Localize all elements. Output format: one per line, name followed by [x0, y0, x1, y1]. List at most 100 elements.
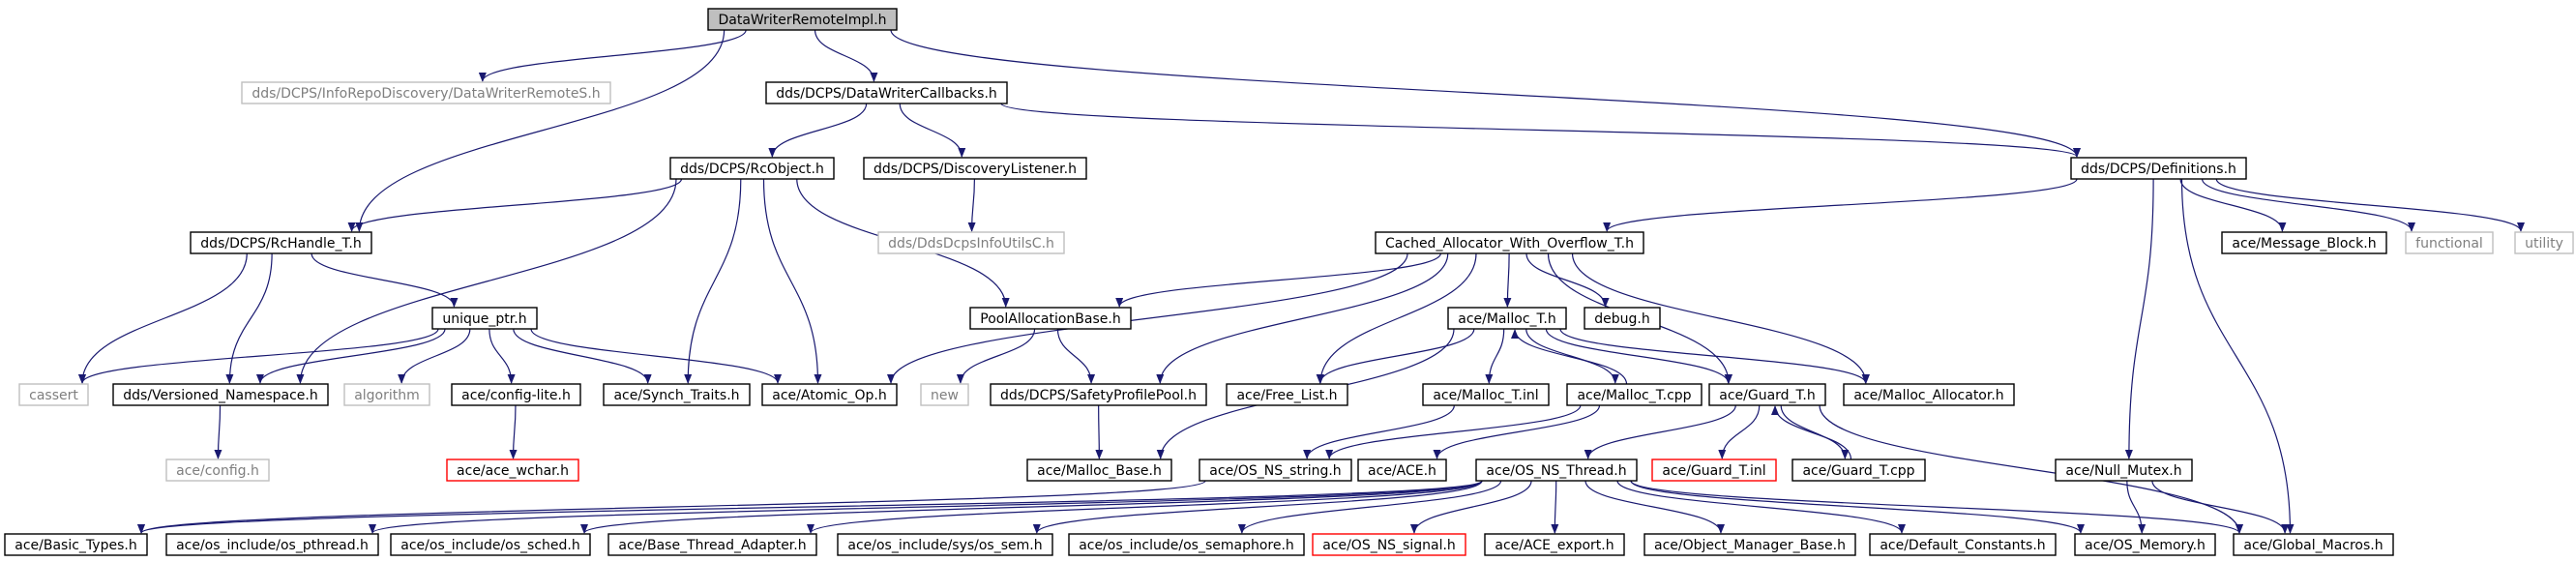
graph-node[interactable]: ace/os_include/os_sched.h: [390, 533, 591, 556]
node-label: ace/OS_Memory.h: [2085, 538, 2206, 553]
graph-node[interactable]: ace/Synch_Traits.h: [603, 383, 751, 406]
graph-node[interactable]: ace/config-lite.h: [451, 383, 581, 406]
graph-node[interactable]: dds/DCPS/SafetyProfilePool.h: [990, 383, 1207, 406]
graph-node[interactable]: ace/config.h: [165, 458, 270, 482]
node-label: unique_ptr.h: [442, 311, 526, 327]
graph-node[interactable]: ace/Guard_T.inl: [1651, 458, 1777, 482]
graph-node[interactable]: ace/Atomic_Op.h: [761, 383, 898, 406]
graph-node[interactable]: ace/OS_NS_signal.h: [1312, 533, 1466, 556]
node-label: PoolAllocationBase.h: [980, 311, 1120, 327]
node-label: ace/config.h: [176, 463, 259, 479]
dependency-edge: [2215, 178, 2525, 232]
node-box: [1791, 458, 1926, 482]
node-label: algorithm: [354, 388, 420, 403]
node-box: [1843, 383, 2015, 406]
dependency-edge: [1525, 328, 1619, 384]
graph-node[interactable]: ace/OS_NS_Thread.h: [1475, 458, 1638, 482]
graph-node[interactable]: ace/Basic_Types.h: [4, 533, 148, 556]
graph-node[interactable]: ace/Free_List.h: [1226, 383, 1348, 406]
graph-node[interactable]: unique_ptr.h: [431, 307, 538, 330]
node-box: [1869, 533, 2057, 556]
dependency-edge: [1409, 480, 1532, 534]
dependency-edge: [768, 103, 868, 158]
node-box: [2055, 458, 2193, 482]
graph-node[interactable]: ace/ACE.h: [1357, 458, 1447, 482]
graph-node[interactable]: debug.h: [1584, 307, 1661, 330]
graph-node[interactable]: ace/os_include/os_pthread.h: [165, 533, 379, 556]
dependency-edge: [762, 178, 822, 384]
node-box: [1484, 533, 1625, 556]
graph-node[interactable]: ace/Malloc_Base.h: [1026, 458, 1172, 482]
node-label: ace/ACE_export.h: [1495, 538, 1614, 553]
dependency-edge: [355, 29, 725, 232]
graph-node[interactable]: ace/Object_Manager_Base.h: [1643, 533, 1856, 556]
dependency-edge: [509, 404, 518, 459]
node-label: ace/Message_Block.h: [2232, 236, 2376, 251]
graph-node[interactable]: ace/ace_wchar.h: [446, 458, 579, 482]
node-label: dds/DCPS/InfoRepoDiscovery/DataWriterRem…: [252, 86, 600, 102]
graph-node[interactable]: ace/Malloc_Allocator.h: [1843, 383, 2015, 406]
graph-node[interactable]: ace/OS_Memory.h: [2074, 533, 2216, 556]
graph-node[interactable]: algorithm: [343, 383, 430, 406]
node-label: ace/os_include/os_pthread.h: [176, 538, 369, 553]
graph-node[interactable]: ace/Malloc_T.h: [1447, 307, 1567, 330]
graph-node[interactable]: dds/Versioned_Namespace.h: [112, 383, 329, 406]
node-box: [920, 383, 969, 406]
dependency-edge: [1000, 103, 2081, 158]
node-label: ace/Object_Manager_Base.h: [1654, 538, 1846, 553]
dependency-edge: [1584, 404, 1736, 459]
node-box: [837, 533, 1053, 556]
node-label: dds/DCPS/RcHandle_T.h: [200, 236, 361, 251]
node-label: dds/Versioned_Namespace.h: [123, 388, 317, 403]
graph-node[interactable]: ace/Message_Block.h: [2221, 231, 2387, 254]
graph-node[interactable]: ace/os_include/os_semaphore.h: [1068, 533, 1305, 556]
graph-node[interactable]: utility: [2514, 231, 2574, 254]
dependency-edge: [225, 252, 273, 384]
graph-node[interactable]: dds/DCPS/RcObject.h: [669, 157, 835, 180]
graph-node[interactable]: PoolAllocationBase.h: [969, 307, 1132, 330]
nodes-layer: DataWriterRemoteImpl.h dds/DCPS/InfoRepoD…: [4, 8, 2574, 556]
node-box: [2233, 533, 2394, 556]
graph-node[interactable]: new: [920, 383, 969, 406]
graph-node[interactable]: ace/Guard_T.cpp: [1791, 458, 1926, 482]
dependency-edge: [1237, 480, 1502, 534]
graph-node[interactable]: DataWriterRemoteImpl.h: [707, 8, 898, 31]
node-box: [2514, 231, 2574, 254]
node-label: ace/Global_Macros.h: [2243, 538, 2383, 553]
graph-node[interactable]: ace/Base_Thread_Adapter.h: [607, 533, 817, 556]
graph-node[interactable]: ace/Global_Macros.h: [2233, 533, 2394, 556]
dependency-edge: [1616, 480, 1906, 534]
graph-node[interactable]: dds/DCPS/DataWriterCallbacks.h: [765, 81, 1008, 104]
graph-node[interactable]: ace/os_include/sys/os_sem.h: [837, 533, 1053, 556]
graph-node[interactable]: dds/DCPS/InfoRepoDiscovery/DataWriterRem…: [241, 81, 611, 104]
node-label: DataWriterRemoteImpl.h: [718, 13, 886, 28]
graph-node[interactable]: ace/ACE_export.h: [1484, 533, 1625, 556]
dependency-edge: [887, 252, 1408, 384]
graph-node[interactable]: dds/DCPS/DiscoveryListener.h: [863, 157, 1087, 180]
dependency-edge: [1584, 480, 1725, 534]
dependency-edge: [296, 178, 677, 384]
graph-node[interactable]: ace/Default_Constants.h: [1869, 533, 2057, 556]
node-box: [451, 383, 581, 406]
dependency-edge: [347, 178, 683, 232]
node-label: ace/Malloc_T.inl: [1433, 388, 1538, 403]
graph-node[interactable]: dds/DdsDcpsInfoUtilsC.h: [877, 231, 1065, 254]
graph-node[interactable]: ace/Null_Mutex.h: [2055, 458, 2193, 482]
graph-node[interactable]: ace/Malloc_T.inl: [1422, 383, 1550, 406]
graph-node[interactable]: ace/Guard_T.h: [1708, 383, 1826, 406]
graph-node[interactable]: cassert: [18, 383, 89, 406]
graph-node[interactable]: dds/DCPS/Definitions.h: [2070, 157, 2247, 180]
graph-node[interactable]: functional: [2405, 231, 2494, 254]
node-box: [1199, 458, 1352, 482]
graph-node[interactable]: ace/Malloc_T.cpp: [1566, 383, 1703, 406]
dependency-edge: [1559, 328, 1870, 384]
graph-node[interactable]: Cached_Allocator_With_Overflow_T.h: [1375, 231, 1644, 254]
node-box: [1584, 307, 1661, 330]
node-label: dds/DCPS/DiscoveryListener.h: [873, 162, 1077, 177]
dependency-edge: [369, 480, 1483, 534]
node-label: ace/OS_NS_signal.h: [1322, 538, 1456, 553]
graph-node[interactable]: dds/DCPS/RcHandle_T.h: [190, 231, 372, 254]
graph-node[interactable]: ace/OS_NS_string.h: [1199, 458, 1352, 482]
node-box: [669, 157, 835, 180]
dependency-edge: [256, 328, 446, 384]
